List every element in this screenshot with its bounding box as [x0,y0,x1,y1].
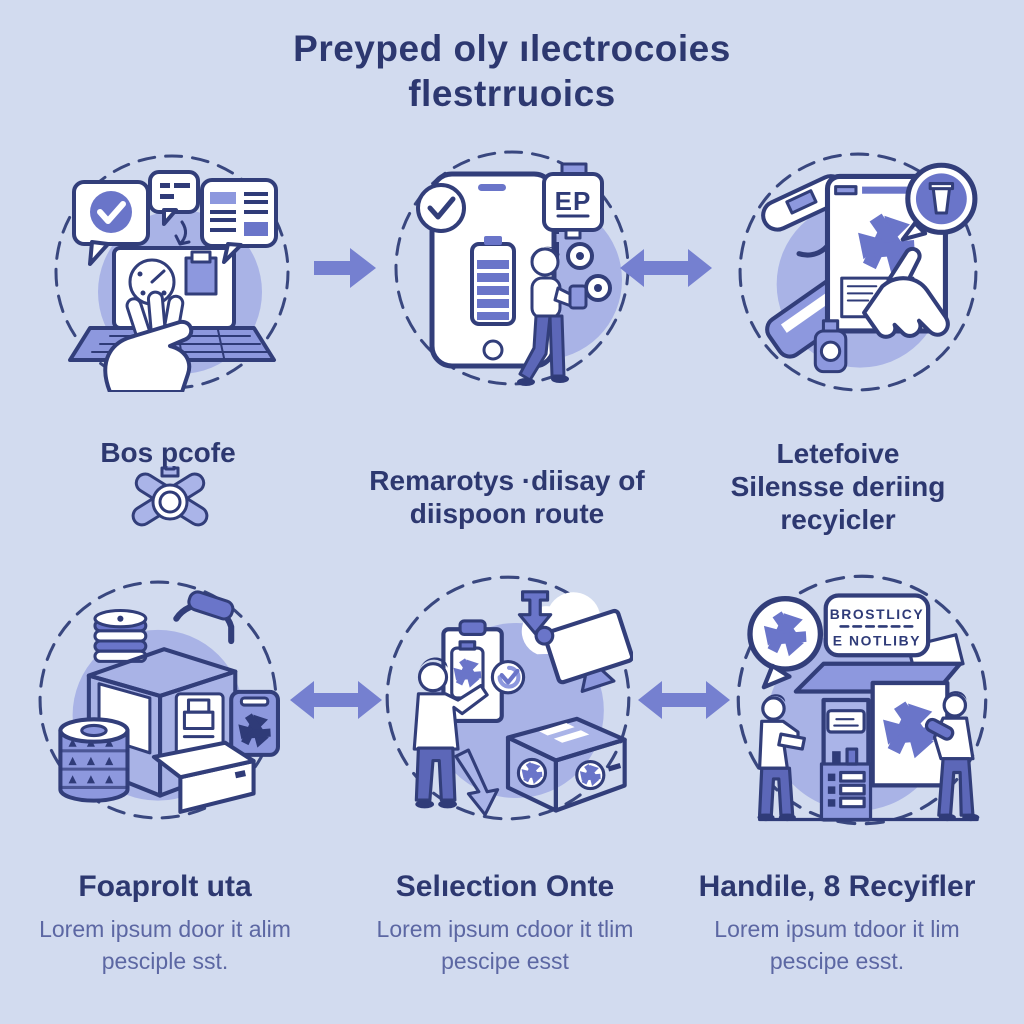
chimney-stack-icon [93,609,148,663]
sign-line-1: BROSTLICY [830,606,924,622]
valve-icon [122,462,218,534]
open-box-icon [151,740,256,814]
sign-line-2: E NOTLIBY [833,633,921,649]
step-center-line1: Remarotys ·diisay of [369,465,645,496]
panel-shredder-machine [36,578,280,822]
battery-canister-icon: EP [542,162,604,240]
customer-right-icon [924,691,980,822]
check-badge-icon [416,183,466,233]
panel-review-laptop [52,152,292,392]
arrow-double-icon [618,246,714,290]
bottom-heading-left: Foaprolt uta [15,870,315,905]
step-right-line3: recyicler [780,504,896,536]
bottom-center-heading-text: Selıection Onte [395,870,615,903]
step-left-heading: Bos pcofe [100,437,236,468]
pointing-hand-icon [862,246,950,339]
bottom-right-sub1: Lorem ipsum tdoor it lim [714,916,960,942]
bottom-right-sub2: pescipe esst. [769,947,905,974]
arrow-double-icon [636,678,732,722]
coil-barrel-icon [58,717,130,803]
bottom-left-sub1: Lorem ipsum door it alim [39,916,291,942]
check-bubble-icon [72,180,150,266]
bottom-heading-right: Handile, 8 Recyifler [672,870,1002,905]
arrow-right-icon [314,246,378,290]
customer-left-icon [757,694,806,822]
person-icon [517,246,588,386]
bottom-center-sub2: pescipe esst [441,947,569,974]
panel-dropoff-station: BROSTLICY E NOTLIBY [734,572,990,828]
bottom-heading-center: Selıection Onte [355,870,655,905]
bottom-left-heading-text: Foaprolt uta [78,870,252,903]
bottom-center-sub1: Lorem ipsum cdoor it tlim [376,916,634,942]
sign-board: BROSTLICY E NOTLIBY [823,593,931,658]
arrow-double-icon [288,678,384,722]
step-label-left: Bos pcofe [18,436,318,469]
bottom-right-heading-text: Handile, 8 Recyifler [698,870,976,903]
bottle-icon [813,319,848,374]
bottom-left-sub2: pesciple sst. [101,947,229,974]
hand-icon [103,290,194,392]
dots-bubble-icon [148,170,200,226]
recycle-box-icon [505,716,627,813]
panel-devices-tablet [736,150,980,394]
step-right-line2: Silensse deriing [730,471,946,503]
step-center-line2: diispoon route [409,498,605,530]
bottom-sub-right: Lorem ipsum tdoor it lim pescipe esst. [672,914,1002,977]
title-line-2: flestrruoics [408,73,616,115]
panel-sorting-person [383,573,633,823]
panel-phone-battery: EP [392,148,632,388]
clipboard-icon [441,619,526,723]
squiggle-arrow-icon [174,220,191,246]
bottom-sub-center: Lorem ipsum cdoor it tlim pescipe esst [355,914,655,977]
battery-icon [470,236,516,326]
recycle-bin-icon [229,689,280,757]
dropoff-kiosk-icon [793,633,965,822]
title-line-1: Preyped oly ılectrocoies [293,28,731,69]
monitor-icon [534,608,633,693]
bottom-sub-left: Lorem ipsum door it alim pesciple sst. [15,914,315,977]
trash-bubble-icon [900,162,978,242]
canister-label: EP [555,186,592,216]
step-label-right: Letefoive Silensse deriing recyicler [678,437,998,536]
bent-arrow-icon [454,748,500,817]
step-right-line1: Letefoive [776,438,900,469]
pipe-icon [173,590,235,645]
hook-clamp-icon [517,590,553,635]
step-label-center: Remarotys ·diisay of diispoon route [352,464,662,530]
worker-icon [412,657,489,809]
recycle-speech-bubble-icon [747,596,824,690]
list-bubble-icon [200,178,278,264]
page-title: Preyped oly ılectrocoies flestrruoics [0,26,1024,116]
